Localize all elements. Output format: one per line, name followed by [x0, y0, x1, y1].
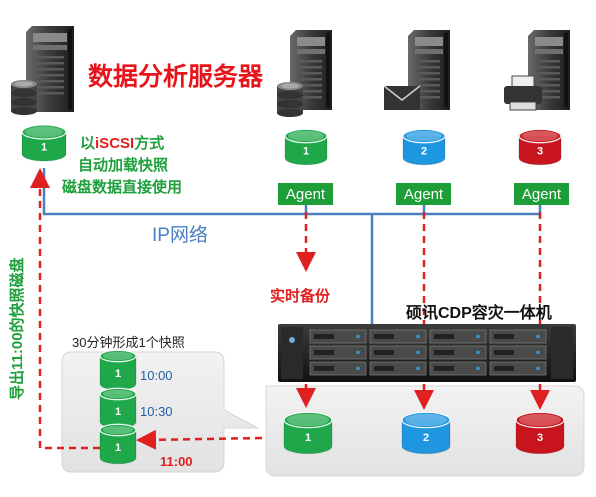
snapshot-disk-3: 1	[99, 423, 137, 465]
appliance-label: 硕讯CDP容灾一体机	[406, 303, 552, 322]
snapshot-disk-3-label: 1	[115, 442, 121, 454]
backup-disk-2-label: 2	[423, 432, 429, 444]
realtime-backup-label: 实时备份	[270, 287, 331, 305]
snapshot-disk-2-label: 1	[115, 406, 121, 418]
iscsi-note-line1: 以iSCSI方式	[80, 134, 164, 152]
snapshot-caption: 30分钟形成1个快照	[72, 335, 185, 350]
ip-network-label: IP网络	[152, 224, 208, 246]
agent-box-1: Agent	[278, 183, 333, 205]
agent-label-3: Agent	[522, 186, 562, 203]
backup-disk-3: 3	[515, 411, 565, 455]
mail-server-icon	[383, 30, 450, 110]
backup-flows	[30, 168, 550, 450]
snapshot-disk-1: 1	[99, 349, 137, 391]
source-disk-2-label: 2	[421, 145, 427, 157]
source-disk-1: 1	[284, 128, 328, 166]
source-disk-3: 3	[518, 128, 562, 166]
snapshot-time-1000: 10:00	[140, 368, 173, 383]
snapshot-disk-1-label: 1	[115, 368, 121, 380]
agent-group: Agent Agent Agent	[278, 183, 569, 205]
agent-label-2: Agent	[404, 186, 444, 203]
agent-box-3: Agent	[514, 183, 569, 205]
snapshot-disk-2: 1	[99, 387, 137, 429]
cdp-appliance-icon	[278, 324, 576, 382]
analysis-server-icon	[11, 26, 74, 115]
database-server-icon	[277, 30, 332, 117]
analysis-disk-label: 1	[41, 142, 47, 154]
analysis-server-title: 数据分析服务器	[88, 63, 264, 91]
print-server-icon	[504, 30, 570, 111]
source-disk-1-label: 1	[303, 145, 309, 157]
iscsi-note-line2: 自动加载快照	[78, 156, 168, 174]
export-time-label: 11:00	[160, 454, 193, 469]
export-snapshot-label: 导出11:00的快照磁盘	[8, 257, 26, 400]
snapshot-time-1030: 10:30	[140, 404, 173, 419]
disk-group: 1 1 2 3 1 2 3 1 1 1	[21, 124, 565, 465]
backup-disk-1-label: 1	[305, 432, 311, 444]
agent-label-1: Agent	[286, 186, 326, 203]
analysis-disk: 1	[21, 124, 67, 162]
backup-disk-2: 2	[401, 411, 451, 455]
source-disk-3-label: 3	[537, 145, 543, 157]
backup-disk-1: 1	[283, 411, 333, 455]
iscsi-note-line3: 磁盘数据直接使用	[62, 178, 182, 196]
backup-disk-3-label: 3	[537, 432, 543, 444]
source-disk-2: 2	[402, 128, 446, 166]
agent-box-2: Agent	[396, 183, 451, 205]
